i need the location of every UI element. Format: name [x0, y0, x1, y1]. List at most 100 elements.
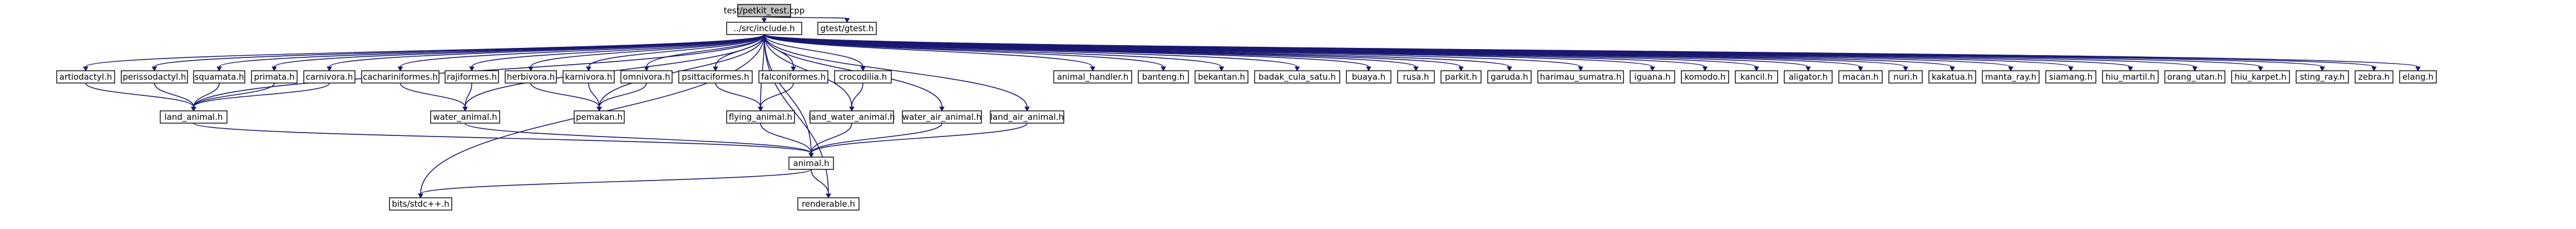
node-komodo-h[interactable]: komodo.h — [1681, 70, 1729, 84]
arrowhead-include-to-sting_ray — [2320, 66, 2325, 72]
edge-include-to-banteng — [763, 34, 1164, 67]
edge-include-to-animal — [763, 34, 812, 154]
edge-water_animal-to-animal — [465, 123, 812, 154]
node-water-animal-h[interactable]: water_animal.h — [430, 110, 500, 124]
arrowhead-land_air_animal-to-animal — [808, 153, 814, 158]
node-box-animal-handler-h — [1053, 70, 1132, 84]
node-box-macan-h — [1838, 70, 1883, 84]
node-zebra-h[interactable]: zebra.h — [2355, 70, 2394, 84]
node-label-kancil-h: kancil.h — [1740, 72, 1773, 82]
node-pemakan-h[interactable]: pemakan.h — [574, 110, 625, 124]
node-animal-handler-h[interactable]: animal_handler.h — [1053, 70, 1132, 84]
node-iguana-h[interactable]: iguana.h — [1630, 70, 1675, 84]
node-land-water-animal-h[interactable]: land_water_animal.h — [808, 110, 895, 124]
node-label-macan-h: macan.h — [1842, 72, 1878, 82]
edge-falconiformes-to-flying_animal — [760, 82, 794, 108]
node-label-artiodactyl-h: artiodactyl.h — [60, 72, 112, 82]
node-siamang-h[interactable]: siamang.h — [2045, 70, 2096, 84]
node-sting-ray-h[interactable]: sting_ray.h — [2296, 70, 2349, 84]
node-primata-h[interactable]: primata.h — [251, 70, 298, 84]
node-herbivora-h[interactable]: herbivora.h — [505, 70, 557, 84]
edge-rajiformes-to-water_animal — [465, 82, 472, 108]
node-box-flying-animal-h — [726, 110, 795, 124]
node-water-air-animal-h[interactable]: water_air_animal.h — [902, 110, 982, 124]
arrowhead-include-to-karnivora — [586, 66, 591, 72]
node-label-banteng-h: banteng.h — [1142, 72, 1185, 82]
node-animal-h[interactable]: animal.h — [788, 157, 834, 170]
node-label-psittaciformes-h: psittaciformes.h — [682, 72, 749, 82]
edge-include-to-primata — [274, 34, 765, 67]
node-renderable-h[interactable]: renderable.h — [797, 197, 860, 211]
node-label-animal-handler-h: animal_handler.h — [1057, 72, 1129, 82]
node-artiodactyl-h[interactable]: artiodactyl.h — [56, 70, 115, 84]
arrowhead-crocodilia-to-land_water_animal — [849, 106, 855, 112]
node-land-animal-h[interactable]: land_animal.h — [160, 110, 228, 124]
node-orang-utan-h[interactable]: orang_utan.h — [2164, 70, 2225, 84]
node-garuda-h[interactable]: garuda.h — [1487, 70, 1532, 84]
node-psittaciformes-h[interactable]: psittaciformes.h — [678, 70, 753, 84]
node-label-pemakan-h: pemakan.h — [576, 112, 623, 122]
node-crocodilia-h[interactable]: crocodilia.h — [834, 70, 892, 84]
node-label-carnivora-h: carnivora.h — [306, 72, 353, 82]
node-box-carnivora-h — [303, 70, 356, 84]
node-flying-animal-h[interactable]: flying_animal.h — [726, 110, 795, 124]
node-buaya-h[interactable]: buaya.h — [1346, 70, 1391, 84]
node-rajiformes-h[interactable]: rajiformes.h — [445, 70, 499, 84]
node-box-artiodactyl-h — [56, 70, 115, 84]
node-bekantan-h[interactable]: bekantan.h — [1195, 70, 1248, 84]
node-box-komodo-h — [1681, 70, 1729, 84]
node-label-land-air-animal-h: land_air_animal.h — [990, 112, 1064, 123]
arrowhead-include-to-rajiformes — [469, 66, 475, 72]
node-label-squamata-h: squamata.h — [194, 72, 244, 82]
node-hiu-karpet-h[interactable]: hiu_karpet.h — [2231, 70, 2290, 84]
node-macan-h[interactable]: macan.h — [1838, 70, 1883, 84]
node-omnivora-h[interactable]: omnivora.h — [620, 70, 673, 84]
node-box-rajiformes-h — [445, 70, 499, 84]
arrowhead-include-to-falconiformes — [791, 66, 796, 72]
arrowhead-include-to-artiodactyl — [83, 66, 88, 72]
edge-include-to-cachariniformes — [399, 34, 765, 67]
edge-layer — [83, 16, 2421, 199]
node-box-sting-ray-h — [2296, 70, 2349, 84]
node-kancil-h[interactable]: kancil.h — [1735, 70, 1778, 84]
node-box-garuda-h — [1487, 70, 1532, 84]
node-box-parkit-h — [1440, 70, 1482, 84]
arrowhead-include-to-zebra — [2371, 66, 2377, 72]
arrowhead-root-to-include — [761, 18, 767, 23]
node-box-water-air-animal-h — [902, 110, 982, 124]
node-squamata-h[interactable]: squamata.h — [193, 70, 245, 84]
node-aligator-h[interactable]: aligator.h — [1784, 70, 1833, 84]
node-box-buaya-h — [1346, 70, 1391, 84]
node-perissodactyl-h[interactable]: perissodactyl.h — [121, 70, 188, 84]
node-box-harimau-sumatra-h — [1537, 70, 1624, 84]
node-manta-ray-h[interactable]: manta_ray.h — [1982, 70, 2040, 84]
arrowhead-animal-to-bits — [418, 193, 423, 199]
node-land-air-animal-h[interactable]: land_air_animal.h — [990, 110, 1064, 124]
node-carnivora-h[interactable]: carnivora.h — [303, 70, 356, 84]
node-elang-h[interactable]: elang.h — [2399, 70, 2437, 84]
node-src-include-h[interactable]: ../src/include.h — [726, 22, 802, 35]
arrowhead-omnivora-to-pemakan — [596, 106, 602, 112]
edge-squamata-to-land_animal — [193, 82, 220, 108]
arrowhead-include-to-manta — [2008, 66, 2014, 72]
node-badak-cula-satu-h[interactable]: badak_cula_satu.h — [1254, 70, 1340, 84]
node-banteng-h[interactable]: banteng.h — [1138, 70, 1189, 84]
node-label-iguana-h: iguana.h — [1634, 72, 1670, 82]
node-falconiformes-h[interactable]: falconiformes.h — [758, 70, 828, 84]
node-label-hiu-martil-h: hiu_martil.h — [2105, 72, 2155, 82]
arrowhead-include-to-parkit — [1458, 66, 1464, 72]
node-label-harimau-sumatra-h: harimau_sumatra.h — [1540, 72, 1621, 82]
node-kakatua-h[interactable]: kakatua.h — [1928, 70, 1976, 84]
node-hiu-martil-h[interactable]: hiu_martil.h — [2102, 70, 2159, 84]
edge-include-to-animal_handler — [763, 34, 1093, 67]
edge-land_water_animal-to-animal — [811, 123, 852, 154]
node-harimau-sumatra-h[interactable]: harimau_sumatra.h — [1537, 70, 1624, 84]
node-karnivora-h[interactable]: karnivora.h — [562, 70, 615, 84]
node-nuri-h[interactable]: nuri.h — [1888, 70, 1923, 84]
node-box-psittaciformes-h — [678, 70, 753, 84]
node-cachariniformes-h[interactable]: cachariniformes.h — [361, 70, 440, 84]
node-gtest-gtest-h: gtest/gtest.h — [817, 22, 877, 35]
node-rusa-h[interactable]: rusa.h — [1397, 70, 1435, 84]
node-parkit-h[interactable]: parkit.h — [1440, 70, 1482, 84]
arrowhead-include-to-badak — [1294, 66, 1300, 72]
